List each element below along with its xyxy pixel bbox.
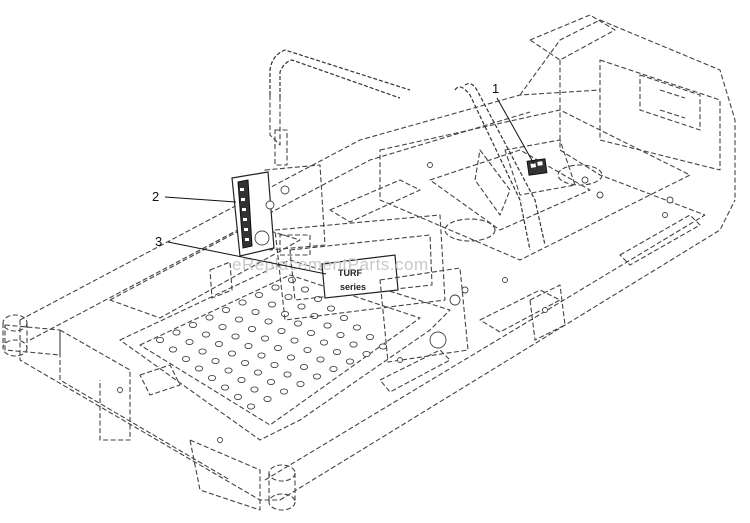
floor-perforation [323, 322, 332, 329]
part-3-front-panel: TURF series [274, 214, 469, 363]
brand-decal-line1: TURF [338, 268, 362, 278]
floor-perforation [339, 314, 349, 322]
floor-perforation [300, 286, 310, 293]
floor-perforation [297, 303, 306, 310]
floor-perforation [155, 336, 165, 344]
floor-perforation [287, 276, 297, 284]
floor-perforation [312, 373, 322, 380]
floor-perforation [316, 356, 325, 363]
left-control-arm [269, 49, 411, 166]
floor-perforation [194, 365, 204, 372]
floor-perforation [279, 388, 289, 395]
floor-perforation [168, 346, 178, 353]
floor-perforation [246, 403, 256, 410]
floor-perforation [362, 350, 371, 358]
floor-perforation [218, 323, 227, 331]
floor-perforation [201, 331, 211, 338]
floor-perforation [224, 367, 233, 374]
floor-perforation [238, 299, 247, 306]
floor-perforation [267, 301, 277, 308]
callout-2: 2 [152, 189, 237, 204]
watermark-text: eReplacementParts.com [232, 255, 429, 274]
floor-perforation [290, 337, 299, 344]
floor-perforation [319, 339, 329, 346]
floor-perforation [250, 386, 259, 393]
floor-perforation [266, 378, 276, 386]
floor-perforation [306, 329, 316, 337]
floor-perforation [251, 308, 260, 316]
floor-perforation [207, 374, 217, 382]
floor-perforation [264, 318, 273, 325]
floor-perforation [273, 344, 283, 352]
floor-perforation [220, 384, 230, 391]
floor-perforation [211, 357, 220, 365]
floor-perforation [284, 293, 293, 301]
floor-perforation [352, 324, 362, 331]
callout-3: 3 [155, 234, 327, 275]
floor-perforation [303, 346, 312, 354]
floor-perforation [198, 348, 207, 355]
floor-perforation [365, 333, 375, 341]
floor-perforation [296, 380, 305, 388]
right-control-arm [454, 82, 546, 251]
floor-perforation [221, 306, 231, 314]
floor-perforation [260, 335, 270, 342]
callout-1-label: 1 [492, 81, 499, 96]
floor-perforation [231, 333, 240, 340]
floor-perforation [271, 284, 280, 291]
floor-perforation [270, 361, 279, 369]
floor-perforation [227, 350, 237, 357]
brand-decal-line2: series [340, 282, 366, 292]
floor-perforation [188, 321, 198, 329]
floor-pan [119, 259, 451, 441]
floor-perforation [185, 338, 194, 346]
floor-perforation [336, 331, 345, 339]
floor-perforation [234, 316, 244, 323]
callout-1: 1 [492, 81, 535, 165]
floor-perforation [332, 348, 342, 356]
front-left-caster [2, 314, 131, 441]
floor-perforation [240, 359, 250, 367]
floor-perforation [244, 342, 253, 350]
floor-perforation [345, 358, 355, 365]
floor-perforation [277, 327, 286, 335]
floor-perforation [326, 305, 336, 312]
floor-perforation [257, 352, 266, 359]
part-2-left-control-panel [231, 164, 326, 257]
floor-perforation [263, 395, 272, 403]
part-1-decal [504, 139, 576, 196]
floor-perforation [247, 325, 257, 333]
floor-perforation [214, 340, 224, 348]
floor-perforation [349, 341, 358, 348]
chassis-frame [19, 14, 736, 501]
callout-2-label: 2 [152, 189, 159, 204]
callout-3-label: 3 [155, 234, 162, 249]
floor-perforation [237, 376, 246, 384]
floor-perforation [233, 393, 243, 401]
floor-perforation [378, 343, 388, 350]
floor-perforation [253, 369, 263, 376]
frame-hardware [117, 162, 674, 443]
floor-perforation [254, 291, 264, 299]
floor-perforation [205, 314, 214, 321]
front-right-caster [189, 439, 296, 511]
floor-perforation [299, 363, 309, 371]
floor-perforation [172, 329, 181, 336]
floor-perforation [286, 354, 296, 361]
floor-perforation [181, 355, 191, 363]
floor-perforation [329, 365, 338, 373]
floor-perforation [283, 371, 292, 378]
floor-perforation [293, 320, 303, 327]
